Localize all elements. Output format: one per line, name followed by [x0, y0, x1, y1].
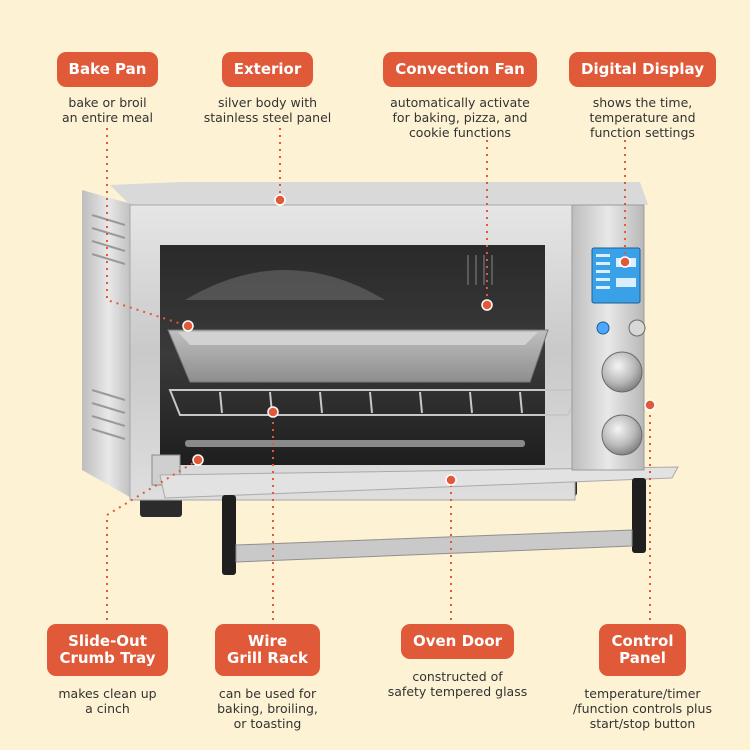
callout-oven-door: Oven Door constructed of safety tempered…	[385, 624, 530, 699]
door-handle	[222, 478, 646, 575]
oven-door	[159, 466, 679, 499]
convection-fan-vent	[467, 255, 493, 285]
callout-description: makes clean up a cinch	[58, 686, 157, 716]
callout-exterior: Exterior silver body with stainless stee…	[200, 52, 335, 125]
callout-convection-fan: Convection Fan automatically activate fo…	[380, 52, 540, 140]
callout-description: temperature/timer /function controls plu…	[573, 686, 712, 731]
leader-dot-icon	[182, 194, 656, 486]
callout-title: Oven Door	[400, 624, 515, 659]
callout-description: silver body with stainless steel panel	[203, 95, 332, 125]
callout-description: constructed of safety tempered glass	[387, 669, 528, 699]
callout-control-panel: Control Panel temperature/timer /functio…	[560, 624, 725, 731]
side-vents	[91, 214, 126, 440]
callout-bake-pan: Bake Pan bake or broil an entire meal	[40, 52, 175, 125]
knob-icon	[601, 351, 643, 393]
callout-title: Exterior	[221, 52, 314, 87]
callout-description: can be used for baking, broiling, or toa…	[217, 686, 318, 731]
callout-grill-rack: Wire Grill Rack can be used for baking, …	[200, 624, 335, 731]
callout-title: Convection Fan	[383, 52, 537, 87]
callout-description: automatically activate for baking, pizza…	[390, 95, 530, 140]
start-stop-button-icon	[628, 319, 646, 337]
callout-title: Wire Grill Rack	[215, 624, 320, 676]
callout-title: Digital Display	[569, 52, 716, 87]
callout-title: Slide-Out Crumb Tray	[47, 624, 168, 676]
oven-top	[110, 182, 648, 205]
knob-icon	[601, 414, 643, 456]
callout-description: shows the time, temperature and function…	[589, 95, 696, 140]
leader-lines	[106, 128, 651, 620]
callout-crumb-tray: Slide-Out Crumb Tray makes clean up a ci…	[40, 624, 175, 716]
callout-title: Control Panel	[599, 624, 686, 676]
power-button-icon	[596, 321, 610, 335]
heating-element	[185, 440, 525, 447]
callout-title: Bake Pan	[56, 52, 159, 87]
callout-digital-display: Digital Display shows the time, temperat…	[565, 52, 720, 140]
oven-left-side	[82, 190, 135, 500]
callout-description: bake or broil an entire meal	[61, 95, 154, 125]
